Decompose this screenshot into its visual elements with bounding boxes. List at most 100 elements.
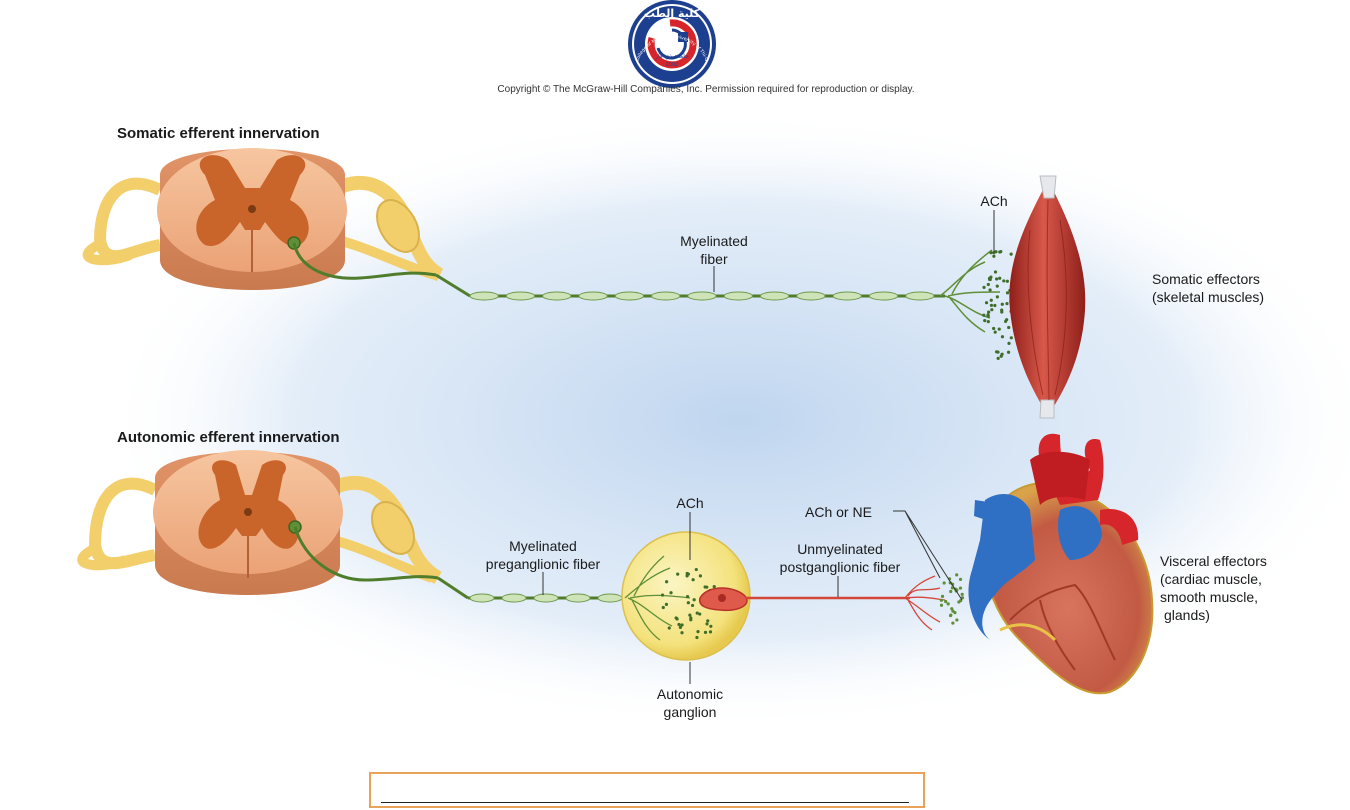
vesicle-dot [940, 594, 945, 598]
vesicle-dot [705, 622, 709, 626]
ach-vesicles-ganglion [660, 567, 716, 640]
vesicle-dot [698, 612, 702, 616]
autonomic-spinal-cord [77, 450, 442, 595]
myelin-segment [578, 291, 608, 301]
heart [968, 433, 1154, 695]
myelin-segment [565, 593, 591, 603]
post-label-line1: Unmyelinated [797, 541, 883, 557]
vesicle-dot [698, 574, 703, 578]
myelin-segment [469, 593, 495, 603]
vesicle-dot [997, 327, 1001, 331]
visceral-line3: smooth muscle, [1160, 589, 1259, 605]
somatic-myelinated-axon [435, 273, 945, 301]
vesicle-dot [987, 276, 992, 281]
ganglion-ach-label: ACh [676, 495, 704, 511]
vesicle-dot [709, 624, 713, 628]
vesicle-dot [946, 602, 950, 606]
vesicle-dot [982, 285, 986, 289]
myelin-segment [597, 593, 623, 603]
vesicle-dot [960, 596, 965, 600]
somatic-effectors-label: Somatic effectors (skeletal muscles) [1152, 270, 1332, 306]
myelin-segment [868, 291, 899, 301]
somatic-ach-label: ACh [980, 193, 1008, 209]
vesicle-dot [995, 295, 999, 299]
vesicle-dot [660, 593, 665, 597]
vesicle-dot [1006, 350, 1011, 354]
visceral-line1: Visceral effectors [1160, 553, 1267, 569]
skeletal-muscle [1009, 175, 1086, 419]
vesicle-dot [998, 250, 1002, 254]
vesicle-dot [686, 601, 690, 605]
myelin-segment [542, 291, 572, 301]
ach-vesicles-somatic [982, 249, 1019, 360]
vesicle-dot [694, 567, 698, 572]
vesicle-dot [692, 598, 696, 602]
vesicle-dot [1000, 335, 1005, 339]
vesicle-dot [986, 320, 990, 324]
vesicle-dot [955, 573, 959, 577]
somatic-nerve-terminal [939, 249, 1001, 333]
vesicle-dot [706, 619, 710, 623]
somatic-effectors-line1: Somatic effectors [1152, 271, 1260, 287]
vesicle-dot [958, 577, 963, 582]
logo-english-ring: College of Medicine University of Thi-Qa… [0, 0, 710, 63]
vesicle-dot [665, 580, 669, 584]
vesicle-dot [1000, 308, 1004, 312]
vesicle-dot [994, 250, 998, 254]
vesicle-dot [982, 313, 986, 317]
postganglionic-neuron [698, 575, 946, 631]
vesicle-dot [675, 617, 679, 621]
vesicle-dot [986, 282, 990, 287]
vesicle-dot [677, 622, 681, 627]
myelin-segment [905, 291, 935, 301]
vesicle-dot [695, 635, 699, 640]
somatic-effectors-line2: (skeletal muscles) [1152, 289, 1265, 305]
visceral-line2: (cardiac muscle, [1160, 571, 1262, 587]
vesicle-dot [992, 254, 996, 258]
caption-underline [381, 802, 909, 803]
vesicle-dot [989, 251, 993, 255]
copyright-notice: Copyright © The McGraw-Hill Companies, I… [497, 84, 915, 95]
somatic-heading: Somatic efferent innervation [117, 125, 320, 142]
vesicle-dot [1000, 302, 1004, 306]
myelin-segment [501, 593, 527, 603]
somatic-fiber-label-line1: Myelinated [680, 233, 748, 249]
vesicle-dot [949, 613, 953, 617]
vesicle-dot [949, 589, 953, 594]
myelin-segment [505, 291, 536, 301]
vesicle-dot [1005, 279, 1009, 283]
vesicle-dot [1009, 336, 1013, 340]
ganglion-line2: ganglion [663, 704, 717, 720]
vesicle-dot [1009, 252, 1013, 256]
preganglionic-fiber-label: Myelinated preganglionic fiber [463, 537, 623, 573]
vesicle-dot [951, 621, 955, 625]
vesicle-dot [1005, 291, 1010, 295]
vesicle-dot [678, 625, 683, 629]
vesicle-dot [992, 326, 996, 331]
vesicle-dot [988, 288, 992, 292]
college-logo [628, 0, 716, 88]
visceral-line4: glands) [1164, 607, 1210, 623]
somatic-fiber-label: Myelinated fiber [644, 232, 784, 268]
vesicle-dot [696, 629, 700, 634]
vesicle-dot [950, 607, 954, 611]
vesicle-dot [958, 586, 963, 590]
myelin-segment [533, 593, 559, 603]
vesicle-dot [989, 303, 994, 307]
visceral-effectors-label: Visceral effectors (cardiac muscle, smoo… [1160, 552, 1340, 624]
vesicle-dot [1007, 325, 1011, 330]
myelin-segment [687, 291, 717, 301]
myelin-sheaths [469, 291, 935, 301]
vesicle-dot [989, 298, 993, 302]
vesicle-dot [661, 605, 665, 610]
somatic-fiber-label-line2: fiber [700, 251, 728, 267]
myelin-segment [832, 291, 862, 301]
vesicle-dot [691, 578, 695, 582]
vesicle-dot [703, 585, 707, 589]
vesicle-dot [939, 603, 944, 607]
vesicle-dot [685, 571, 689, 576]
myelin-segment [723, 291, 753, 301]
vesicle-dot [993, 330, 997, 334]
pre-label-line1: Myelinated [509, 538, 577, 554]
logo-arabic-top: كلية الطب [644, 7, 701, 20]
